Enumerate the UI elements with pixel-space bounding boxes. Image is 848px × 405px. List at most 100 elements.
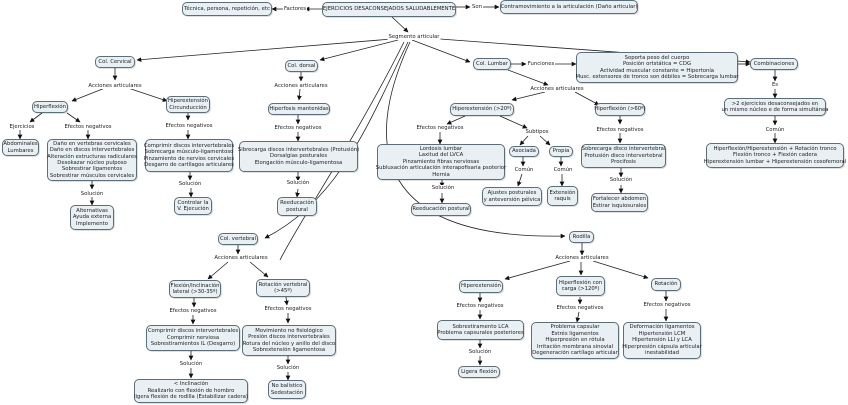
lumbar-hiperflexion-node[interactable]: Hiperflexión (>60º) (594, 103, 646, 116)
lumbar-funciones-node[interactable]: Soporta peso del cuerpo Posición ortstát… (575, 52, 739, 83)
node-text: Técnica, persona, repetición, etc (184, 5, 270, 12)
comb-es-node[interactable]: >2 ejercicios desaconsejados en un mismo… (721, 98, 829, 116)
node-text: Desokazar núcleo pulposo (57, 160, 127, 166)
node-text: Hiperflexión (34, 103, 66, 110)
vert-flex-efectos-node[interactable]: Comprimir discos intervertebrales Compri… (146, 325, 240, 351)
label-factores: Factores (282, 6, 308, 12)
dorsal-accion-node[interactable]: Hiperfosis mantenidas (268, 103, 330, 115)
factores-value-node[interactable]: Técnica, persona, repetición, etc (182, 2, 272, 16)
col-dorsal-node[interactable]: Col. dorsal (285, 60, 318, 72)
vert-flex-solucion-node[interactable]: < Inclinación Realizarlo con flexión de … (134, 379, 248, 403)
propia-comun-node[interactable]: Extensión raquis (547, 186, 578, 206)
node-text: Problema capsular (550, 324, 600, 331)
label-lumbar-acciones: Acciones articulares (529, 86, 585, 92)
node-text: Ayuda externa (72, 214, 112, 221)
rod-ext-efectos-node[interactable]: Sobrestiramento LCA Problema capsurales … (437, 320, 524, 340)
node-text: Asociada (512, 148, 536, 155)
node-text: Comprimir discos intervertebrales (143, 142, 235, 149)
node-text: Hipertensión LCM (638, 330, 686, 337)
cerv-ejercicios-node[interactable]: Abdominales Lumbares (2, 139, 39, 156)
node-text: Propia (552, 148, 570, 155)
propia-node[interactable]: Propia (549, 146, 573, 157)
label-lumbar-subtipos: Subtipos (524, 129, 550, 135)
node-text: Hiperextensión (168, 98, 208, 105)
cerv-ext-solucion-node[interactable]: Controlar la V. Ejecución (174, 197, 212, 215)
vert-rot-efectos-node[interactable]: Movimiento no fisiológico Presión discos… (242, 325, 336, 356)
label-vert-acciones: Acciones articulares (213, 255, 269, 261)
rod-hiperextension-node[interactable]: Hiperextensión (459, 280, 503, 293)
node-text: inestabilidad (645, 350, 679, 357)
label-lumbar-ext-efectos: Efectos negativos (415, 125, 465, 131)
link-root-segmento (391, 16, 409, 33)
rod-flex-efectos-node[interactable]: Problema capsular Estrés ligamentos Hipe… (531, 322, 619, 359)
label-rod-acciones: Acciones articulares (554, 255, 610, 261)
node-text: Deformación ligamentos (629, 324, 695, 331)
node-text: raquis (554, 196, 571, 202)
link-seg-cervical (136, 38, 393, 63)
label-cerv-ext-efectos: Efectos negativos (164, 123, 214, 129)
node-text: Pinzamiento fibras nerviosas (402, 158, 480, 165)
node-text: Daño en discos intervertebrales (49, 147, 135, 154)
node-text: Subluxación articulación interapofisaria… (375, 165, 507, 172)
node-text: postural (286, 206, 308, 213)
cerv-hiperextension-node[interactable]: Hiperextensión Circunducción (166, 96, 210, 113)
rod-hiperflexion-node[interactable]: Hiperflexión con carga (>120º) (556, 276, 605, 296)
label-cerv-acciones: Acciones articulares (87, 83, 143, 89)
comb-comun-node[interactable]: Hiperflexión/Hiperextensión + Rotación t… (704, 143, 846, 168)
node-text: Musc. extensores de tronco son débiles =… (575, 73, 739, 80)
cerv-flex-efectos-node[interactable]: Daño en vertebras cervicales Daño en dis… (47, 139, 137, 181)
node-text: Alternativas (76, 207, 108, 214)
vert-flexion-node[interactable]: Flexión/Inclinación lateral (>30-35º) (169, 280, 221, 298)
lumbar-hiperextension-node[interactable]: Hiperextensión (>20º) (450, 103, 514, 116)
node-text: Estirar isquiosurales (592, 202, 647, 209)
node-text: V. Ejecución (177, 206, 209, 212)
node-text: Sobrestiramento LCA (452, 323, 509, 330)
asociada-comun-node[interactable]: Ajustes posturales y anteversión pélvica (482, 187, 542, 206)
node-text: Abdominales (3, 141, 38, 148)
node-text: Hiperpresión cápsula articular (622, 343, 702, 350)
node-text: Lordosis lumbar (419, 145, 463, 152)
vert-rotacion-node[interactable]: Rotación vertebral (>45º) (256, 279, 310, 297)
rod-ext-solucion-node[interactable]: Ligera flexión (458, 366, 500, 378)
lumbar-ext-efectos-node[interactable]: Lordosis lumbar Laxitud del LVCA Pinzami… (375, 144, 507, 180)
node-text: Hiperflexión (>60º) (594, 106, 646, 113)
label-rod-rot-efectos: Efectos negativos (642, 302, 692, 308)
label-cerv-flex-efectos: Efectos negativos (63, 124, 113, 130)
node-text: >2 ejercicios desaconsejados en (731, 100, 819, 107)
lumbar-flex-solucion-node[interactable]: Fortalecer abdomen Estirar isquiosurales (591, 193, 648, 212)
node-text: Soporta peso del cuerpo (624, 54, 690, 61)
combinaciones-node[interactable]: Combinaciones (750, 58, 798, 70)
col-vertebral-node[interactable]: Col. vertebral (218, 233, 258, 245)
cerv-flex-solucion-node[interactable]: Alternativas Ayuda externa Implemento (70, 205, 114, 230)
col-lumbar-node[interactable]: Col. Lumbar (473, 58, 511, 70)
vert-rot-solucion-node[interactable]: No balístico Sedestación (268, 380, 306, 399)
lumbar-ext-solucion-node[interactable]: Reeducación postural (411, 203, 471, 216)
cerv-ext-efectos-node[interactable]: Comprimir discos intervertebrales Sobrec… (143, 139, 235, 172)
node-text: Rotura del núcleo y anillo del disco (242, 340, 336, 347)
label-dorsal-acciones: Acciones articulares (273, 83, 329, 89)
label-comb-comun: Común (764, 127, 786, 133)
asociada-node[interactable]: Asociada (509, 146, 539, 157)
col-cervical-node[interactable]: Col. Cervical (95, 56, 135, 68)
cerv-hiperflexion-node[interactable]: Hiperflexión (32, 101, 68, 113)
lumbar-flex-efectos-node[interactable]: Sobrecarga disco intervertebral Protusió… (581, 144, 666, 168)
label-rod-flex-efectos: Efectos negativos (555, 305, 605, 311)
node-text: Col. Cervical (98, 58, 132, 65)
rod-rotacion-node[interactable]: Rotación (651, 278, 681, 291)
root-node[interactable]: EJERCICIOS DESACONSEJADOS SALUDABLEMENTE (322, 2, 456, 17)
node-text: Sibrecarga discos intervertebrales (Prot… (237, 146, 360, 153)
node-text: Sobrecarga disco intervertebral (581, 146, 666, 153)
node-text: Problema capsurales posteriores (437, 330, 524, 336)
node-text: Controlar la (177, 199, 209, 206)
node-text: Circunducción (169, 104, 207, 111)
node-text: Extensión (549, 189, 576, 196)
rod-rot-efectos-node[interactable]: Deformación ligamentos Hipertensión LCM … (622, 322, 702, 359)
dorsal-solucion-node[interactable]: Reeducación postural (277, 197, 317, 216)
son-value-node[interactable]: Contramovimiento a la articulación (Daño… (500, 0, 638, 14)
dorsal-efectos-node[interactable]: Sibrecarga discos intervertebrales (Prot… (237, 141, 360, 172)
node-text: Col. Lumbar (476, 60, 508, 67)
node-text: < Inclinación (173, 381, 209, 388)
rodilla-node[interactable]: Rodilla (569, 231, 594, 243)
node-text: Flexión tronco + Flexión cadera (732, 152, 818, 159)
node-text: Combinaciones (753, 60, 795, 67)
